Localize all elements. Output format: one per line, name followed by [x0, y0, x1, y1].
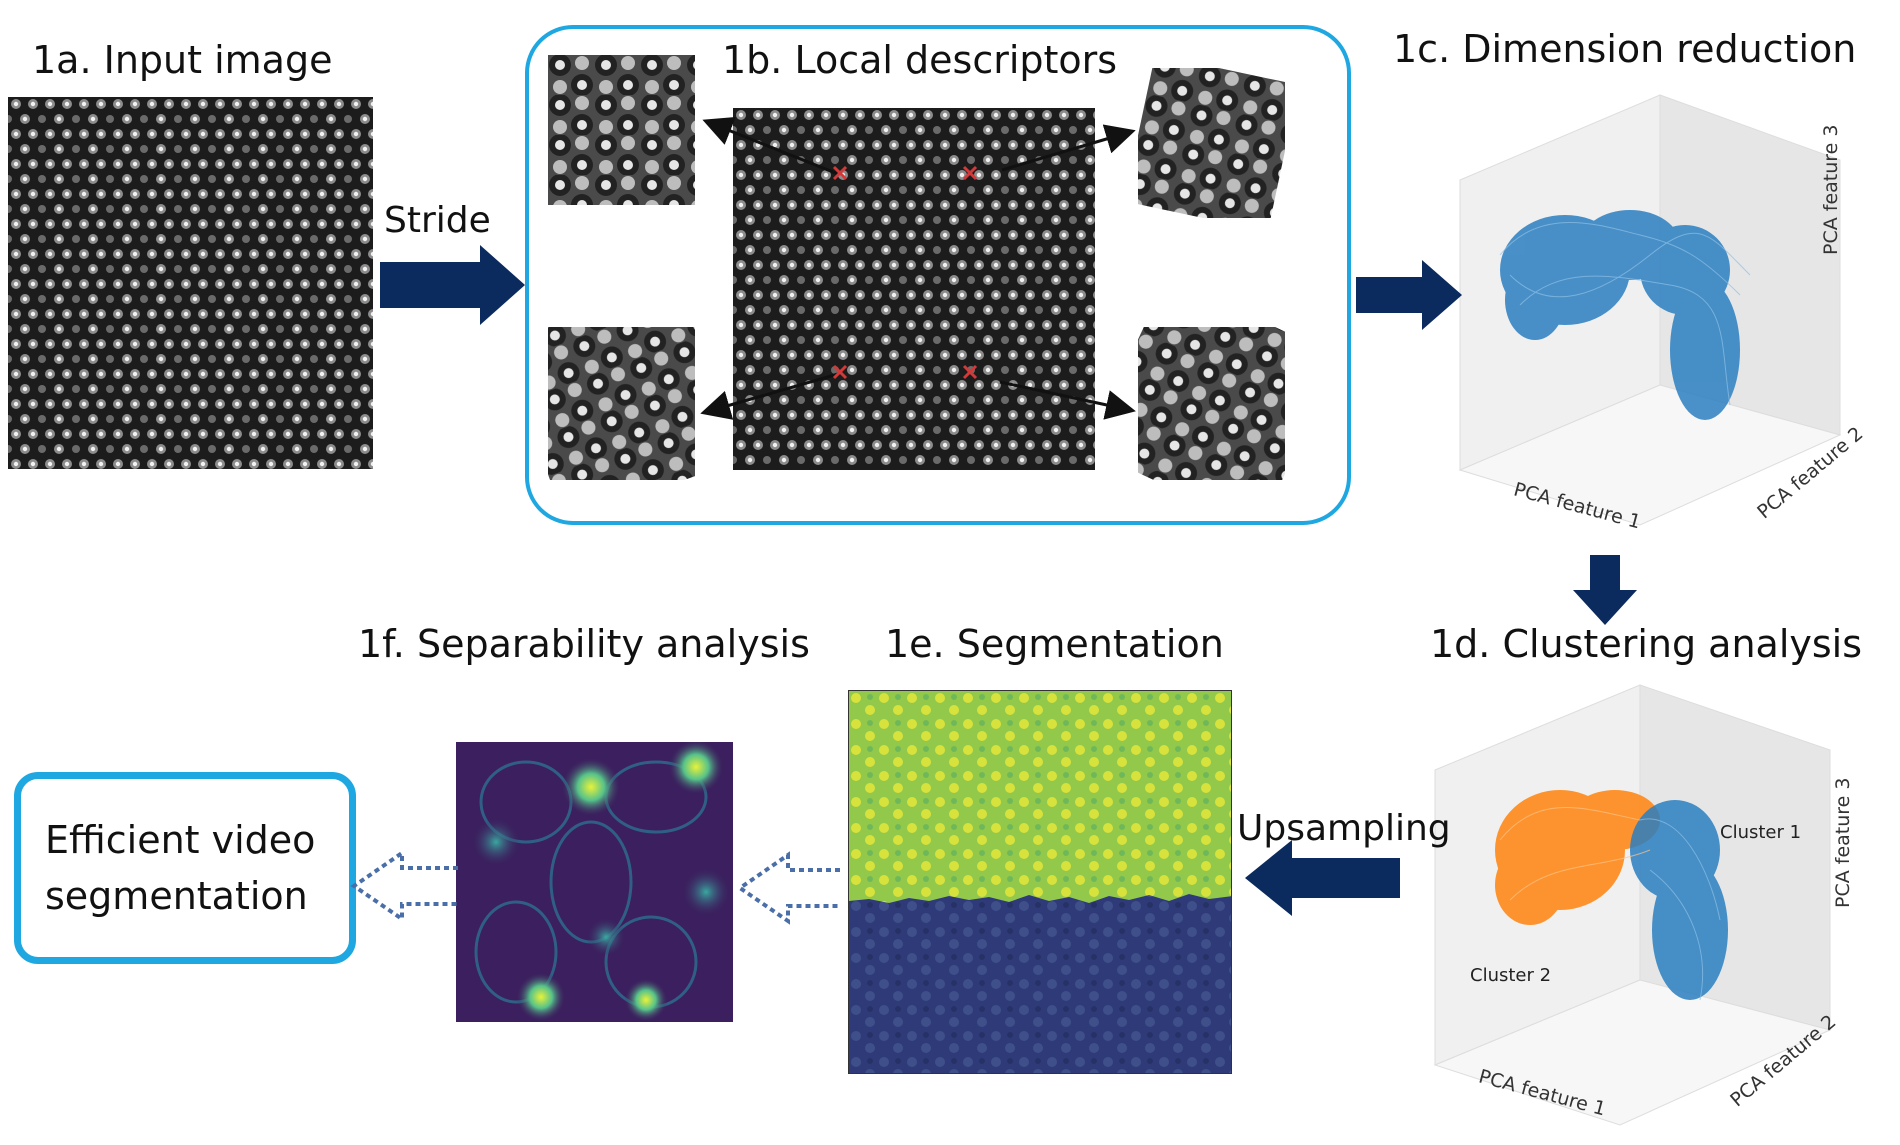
title-local-descriptors: 1b. Local descriptors: [722, 38, 1118, 82]
upsampling-arrow: [1245, 840, 1400, 916]
descriptor-patch-top-left: [548, 55, 695, 205]
output-line-1: Efficient video: [45, 818, 316, 862]
descriptor-patch-bottom-right: [1138, 327, 1285, 480]
cluster-2-label: Cluster 2: [1470, 965, 1552, 986]
title-clustering-analysis: 1d. Clustering analysis: [1430, 622, 1863, 666]
descriptor-patch-top-right: [1138, 68, 1285, 218]
title-input-image: 1a. Input image: [32, 38, 333, 82]
to-cluster-arrow: [1573, 555, 1637, 625]
title-segmentation: 1e. Segmentation: [885, 622, 1224, 666]
segmentation-map: [848, 690, 1232, 1074]
descriptor-source-image: [733, 108, 1095, 470]
stride-label: Stride: [384, 200, 491, 241]
output-box: Efficient video segmentation: [14, 772, 356, 964]
pca-axis-z-label: PCA feature 3: [1820, 124, 1842, 256]
pca-plot: [1440, 85, 1880, 535]
input-image: [8, 97, 373, 469]
cluster-1-label: Cluster 1: [1720, 822, 1802, 843]
descriptor-patch-bottom-left: [548, 327, 695, 480]
output-line-2: segmentation: [45, 874, 308, 918]
stride-arrow: [380, 245, 525, 325]
upsampling-label: Upsampling: [1237, 808, 1451, 849]
cluster-axis-z-label: PCA feature 3: [1832, 777, 1854, 909]
title-dimension-reduction: 1c. Dimension reduction: [1393, 27, 1857, 71]
to-output-dotted-arrow: [350, 849, 458, 923]
separability-map: [456, 742, 733, 1022]
cluster-plot: [1410, 670, 1880, 1130]
local-descriptors-frame: [525, 25, 1351, 525]
title-separability-analysis: 1f. Separability analysis: [358, 622, 810, 666]
to-separability-dotted-arrow: [736, 851, 840, 925]
